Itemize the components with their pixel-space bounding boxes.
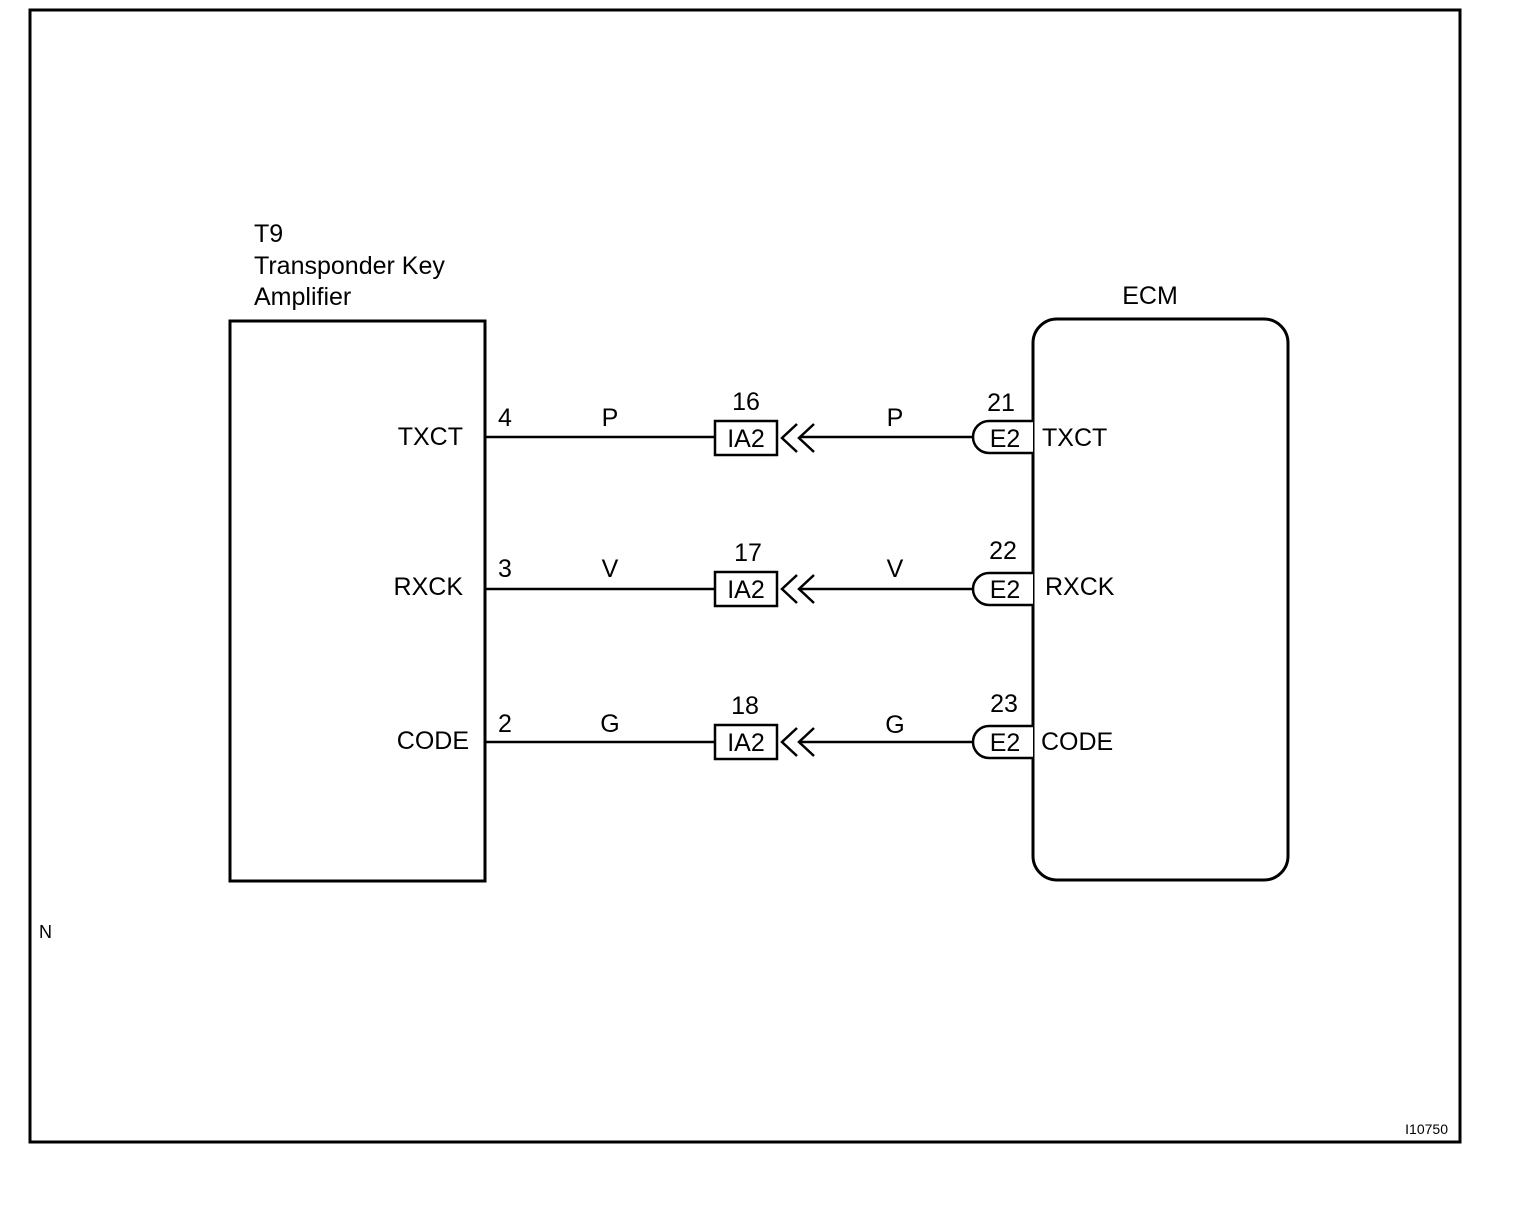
amplifier-name-line2: Amplifier	[254, 283, 351, 311]
ecm-terminal-code: CODE	[1041, 728, 1113, 756]
amp-terminal-code: CODE	[397, 727, 469, 755]
ecm-terminal-rxck: RXCK	[1045, 573, 1115, 601]
junction-connector-box-rxck	[713, 570, 779, 608]
chevron-icon	[797, 423, 815, 453]
amp-pin-rxck: 3	[498, 555, 512, 583]
wire-color-right-txct: P	[887, 404, 904, 432]
ecm-connector-code: E2	[990, 729, 1021, 757]
amp-pin-txct: 4	[498, 404, 512, 432]
junction-connector-code: IA2	[727, 729, 765, 757]
wire-color-left-rxck: V	[602, 555, 619, 583]
junction-connector-txct: IA2	[727, 425, 765, 453]
ecm-terminal-txct: TXCT	[1042, 424, 1107, 452]
amplifier-box	[228, 319, 487, 883]
ecm-connector-shape-code	[971, 724, 1033, 760]
ecm-pin-code: 23	[990, 690, 1018, 718]
junction-pin-rxck: 17	[734, 539, 762, 567]
circuit-txct: TXCT 4 P 16 IA2 P 21 E2 TXCT	[398, 388, 1107, 457]
wire-color-left-code: G	[600, 710, 619, 738]
ecm-connector-shape-rxck	[971, 571, 1033, 607]
junction-connector-box-txct	[713, 419, 779, 457]
amp-terminal-rxck: RXCK	[394, 573, 464, 601]
amp-terminal-txct: TXCT	[398, 423, 463, 451]
wire-color-right-rxck: V	[887, 555, 904, 583]
ecm-connector-txct: E2	[990, 425, 1021, 453]
chevron-icon	[780, 727, 798, 757]
ecm-name: ECM	[1122, 282, 1178, 310]
chevron-icon	[780, 423, 798, 453]
circuit-code: CODE 2 G 18 IA2 G 23 E2 CODE	[397, 690, 1113, 761]
junction-pin-txct: 16	[732, 388, 760, 416]
junction-connector-rxck: IA2	[727, 576, 765, 604]
chevron-icon	[797, 727, 815, 757]
amp-pin-code: 2	[498, 710, 512, 738]
corner-mark: N	[39, 922, 52, 942]
wire-color-right-code: G	[885, 711, 904, 739]
circuit-rxck: RXCK 3 V 17 IA2 V 22 E2 RXCK	[394, 537, 1115, 608]
chevron-icon	[780, 574, 798, 604]
ecm-connector-shape-txct	[971, 419, 1033, 455]
figure-id: I10750	[1405, 1121, 1448, 1137]
chevron-icon	[797, 574, 815, 604]
amplifier-name-line1: Transponder Key	[254, 252, 445, 280]
junction-connector-box-code	[713, 723, 779, 761]
junction-pin-code: 18	[731, 692, 759, 720]
ecm-connector-rxck: E2	[990, 576, 1021, 604]
ecm-pin-rxck: 22	[989, 537, 1017, 565]
wire-color-left-txct: P	[602, 404, 619, 432]
diagram-frame	[28, 8, 1462, 1144]
ecm-pin-txct: 21	[987, 389, 1015, 417]
amplifier-code: T9	[254, 220, 283, 248]
